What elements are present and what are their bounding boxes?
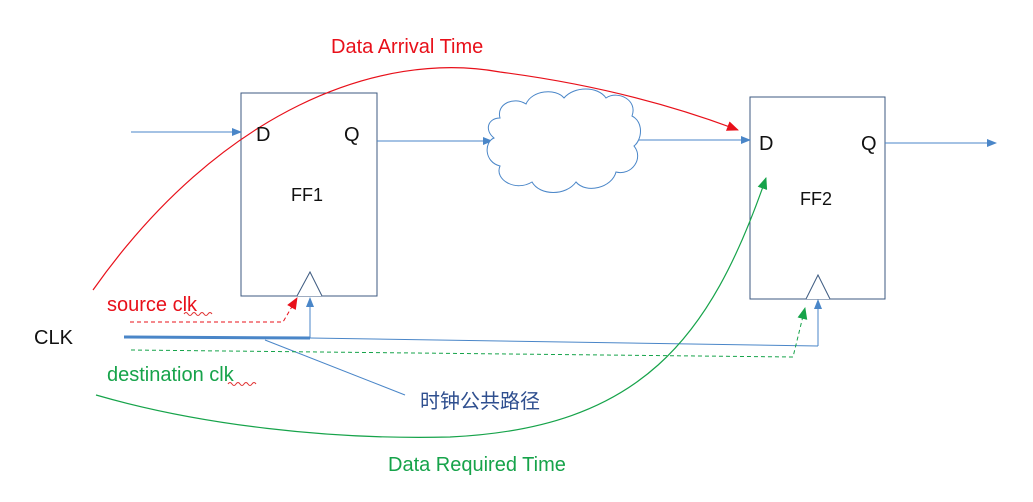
source-clk-path — [130, 297, 298, 323]
ff1-d-pin-label: D — [256, 124, 270, 146]
destination-clk-label: destination clk — [107, 364, 235, 386]
ff1-box — [240, 92, 378, 297]
ff2-q-pin-label: Q — [861, 133, 877, 155]
source-clk-label-word: clk — [173, 294, 198, 316]
common-path-label: 时钟公共路径 — [420, 390, 540, 413]
combinational-logic-cloud-icon — [486, 88, 641, 193]
destination-clk-label-prefix: destination — [107, 364, 209, 386]
destination-clk-label-word: clk — [209, 364, 234, 386]
ff1-clock-triangle-icon — [296, 270, 323, 297]
clock-branch-to-ff2 — [309, 337, 819, 347]
data-required-time-label: Data Required Time — [388, 454, 566, 476]
ff2-name-label: FF2 — [800, 189, 832, 209]
ff2-d-pin-label: D — [759, 133, 773, 155]
destination-clk-path — [130, 307, 808, 358]
source-clk-label: source clk — [107, 294, 198, 316]
ff2-box — [749, 96, 886, 300]
ff2-clock-triangle-icon — [805, 273, 831, 300]
source-clk-label-prefix: source — [107, 294, 173, 316]
clk-label: CLK — [34, 327, 74, 349]
data-arrival-time-label: Data Arrival Time — [331, 36, 483, 58]
common-path-pointer — [264, 339, 406, 396]
data-required-time-curve — [95, 177, 768, 438]
destination-clk-spellcheck-squiggle — [227, 382, 257, 386]
clock-common-path — [123, 335, 311, 340]
data-arrival-time-curve — [92, 67, 739, 291]
ff1-name-label: FF1 — [291, 185, 323, 205]
source-clk-spellcheck-squiggle — [183, 312, 213, 316]
ff1-q-pin-label: Q — [344, 124, 360, 146]
